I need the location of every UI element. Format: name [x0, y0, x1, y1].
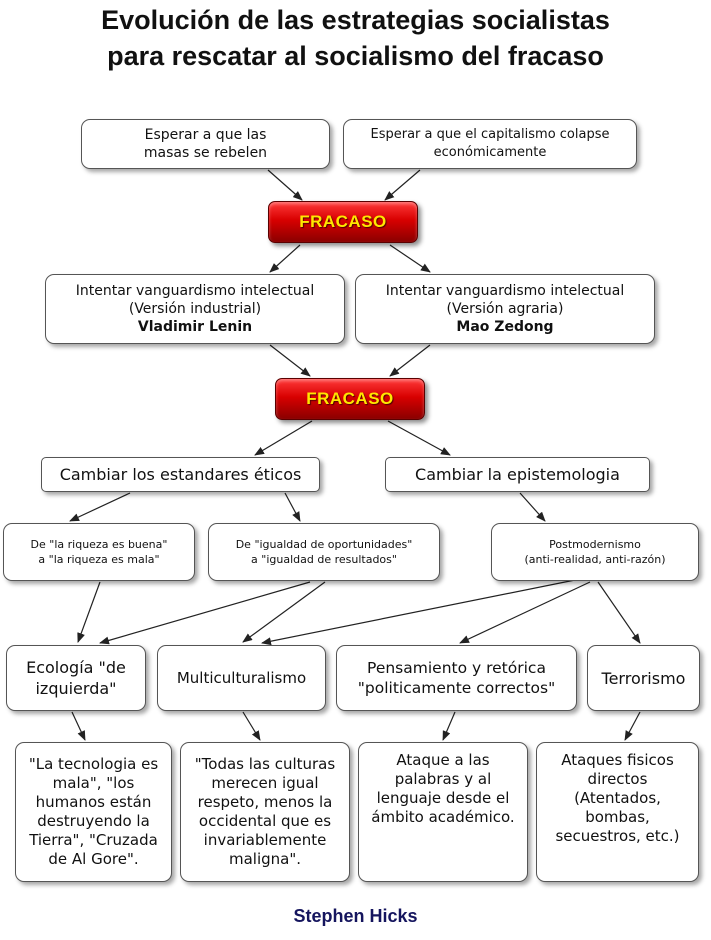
node-equality: De "igualdad de oportunidades" a "iguald…	[208, 523, 440, 581]
node-ecology: Ecología "de izquierda"	[6, 645, 146, 711]
terrorism-desc-line-2: directos	[587, 770, 648, 788]
node-terrorism: Terrorismo	[587, 645, 700, 711]
fracaso-badge-2: FRACASO	[275, 378, 425, 420]
multicultural-desc-line-3: respeto, menos la	[197, 793, 333, 811]
pc-desc-line-2: palabras y al	[394, 770, 492, 788]
ecology-desc-line-1: "La tecnologia es	[28, 755, 159, 773]
arrow-postmodern-pc	[459, 581, 591, 644]
node-multicultural: Multiculturalismo	[157, 645, 326, 711]
node-pc-desc: Ataque a las palabras y al lenguaje desd…	[358, 742, 528, 882]
node-lenin-line-1: Intentar vanguardismo intelectual	[75, 283, 315, 299]
node-masses: Esperar a que las masas se rebelen	[81, 119, 330, 169]
node-masses-line-2: masas se rebelen	[143, 145, 268, 161]
terrorism-desc-line-5: secuestros, etc.)	[555, 827, 680, 845]
arrow-capitalism-fail1	[384, 169, 421, 201]
node-wealth: De "la riqueza es buena" a "la riqueza e…	[3, 523, 195, 581]
node-wealth-line-1: De "la riqueza es buena"	[30, 538, 168, 551]
node-ecology-line-1: Ecología "de	[26, 658, 126, 677]
node-postmodern-line-1: Postmodernismo	[549, 538, 641, 551]
node-lenin: Intentar vanguardismo intelectual (Versi…	[45, 274, 345, 344]
fracaso-badge-1: FRACASO	[268, 201, 418, 243]
multicultural-desc-line-4: occidental que es	[198, 812, 332, 830]
arrow-ecology-desc	[71, 711, 86, 741]
ecology-desc-line-2: mala", "los	[52, 774, 135, 792]
node-postmodern: Postmodernismo (anti-realidad, anti-razó…	[491, 523, 699, 581]
node-pc-line-1: Pensamiento y retórica	[367, 659, 546, 677]
node-multicultural-label: Multiculturalismo	[176, 668, 307, 687]
node-epistemology-label: Cambiar la epistemologia	[415, 465, 620, 484]
arrow-lenin-fail2	[269, 344, 311, 377]
node-mao-line-1: Intentar vanguardismo intelectual	[385, 283, 625, 299]
ecology-desc-line-5: Tierra", "Cruzada	[29, 831, 158, 849]
node-lenin-name: Vladimir Lenin	[137, 319, 253, 335]
node-politically-correct: Pensamiento y retórica "politicamente co…	[336, 645, 577, 711]
arrow-equality-multicultural	[242, 581, 326, 643]
title-line-2: para rescatar al socialismo del fracaso	[107, 41, 604, 71]
terrorism-desc-line-1: Ataques fisicos	[561, 751, 674, 769]
node-postmodern-line-2: (anti-realidad, anti-razón)	[524, 553, 666, 566]
node-mao-name: Mao Zedong	[456, 319, 554, 335]
node-masses-line-1: Esperar a que las	[144, 127, 267, 143]
ecology-desc-line-6: de Al Gore".	[48, 850, 139, 868]
arrow-wealth-ecology	[77, 581, 101, 643]
node-capitalism-line-1: Esperar a que el capitalismo colapse	[370, 127, 610, 142]
diagram-title: Evolución de las estrategias socialistas…	[0, 2, 711, 74]
node-capitalism-line-2: económicamente	[433, 145, 547, 160]
node-multicultural-desc: "Todas las culturas merecen igual respet…	[180, 742, 350, 882]
node-ecology-desc: "La tecnologia es mala", "los humanos es…	[15, 742, 172, 882]
node-epistemology: Cambiar la epistemologia	[385, 457, 650, 492]
arrow-ethics-equality	[284, 492, 301, 522]
pc-desc-line-3: lenguaje desde el	[376, 789, 510, 807]
title-line-1: Evolución de las estrategias socialistas	[101, 5, 610, 35]
ecology-desc-line-4: destruyendo la	[37, 812, 150, 830]
terrorism-desc-line-4: bombas,	[585, 808, 650, 826]
arrow-multicultural-desc	[242, 711, 261, 741]
arrow-epistemology-postmodern	[519, 492, 546, 522]
node-ethics: Cambiar los estandares éticos	[41, 457, 320, 492]
arrow-ethics-wealth	[69, 492, 131, 522]
arrow-equality-ecology	[99, 581, 311, 645]
node-terrorism-label: Terrorismo	[601, 668, 686, 688]
multicultural-desc-line-2: merecen igual	[211, 774, 319, 792]
node-capitalism: Esperar a que el capitalismo colapse eco…	[343, 119, 637, 169]
arrow-fail2-ethics	[254, 420, 313, 456]
arrow-postmodern-multicultural	[261, 579, 576, 646]
terrorism-desc-line-3: (Atentados,	[574, 789, 661, 807]
node-mao-line-2: (Versión agraria)	[446, 301, 564, 317]
arrow-mao-fail2	[389, 344, 431, 377]
arrow-fail1-mao	[389, 244, 431, 273]
ecology-desc-line-3: humanos están	[35, 793, 152, 811]
node-terrorism-desc: Ataques fisicos directos (Atentados, bom…	[536, 742, 699, 882]
node-equality-line-1: De "igualdad de oportunidades"	[235, 538, 413, 551]
arrow-fail2-epistemology	[387, 420, 451, 456]
node-ethics-label: Cambiar los estandares éticos	[59, 465, 302, 484]
node-equality-line-2: a "igualdad de resultados"	[251, 553, 397, 566]
pc-desc-line-4: ámbito académico.	[371, 808, 515, 826]
arrow-pc-desc	[442, 711, 456, 741]
author-credit: Stephen Hicks	[293, 906, 418, 926]
node-wealth-line-2: a "la riqueza es mala"	[38, 553, 160, 566]
multicultural-desc-line-5: invariablemente	[203, 831, 327, 849]
node-pc-line-2: "politicamente correctos"	[357, 679, 556, 697]
node-lenin-line-2: (Versión industrial)	[128, 301, 262, 317]
arrow-fail1-lenin	[269, 244, 301, 273]
multicultural-desc-line-1: "Todas las culturas	[194, 755, 336, 773]
pc-desc-line-1: Ataque a las	[396, 751, 490, 769]
multicultural-desc-line-6: maligna".	[228, 850, 302, 868]
node-ecology-line-2: izquierda"	[35, 679, 117, 698]
arrow-masses-fail1	[267, 169, 303, 201]
arrow-terrorism-desc	[624, 711, 641, 741]
node-mao: Intentar vanguardismo intelectual (Versi…	[355, 274, 655, 344]
arrow-postmodern-terrorism	[597, 581, 641, 644]
